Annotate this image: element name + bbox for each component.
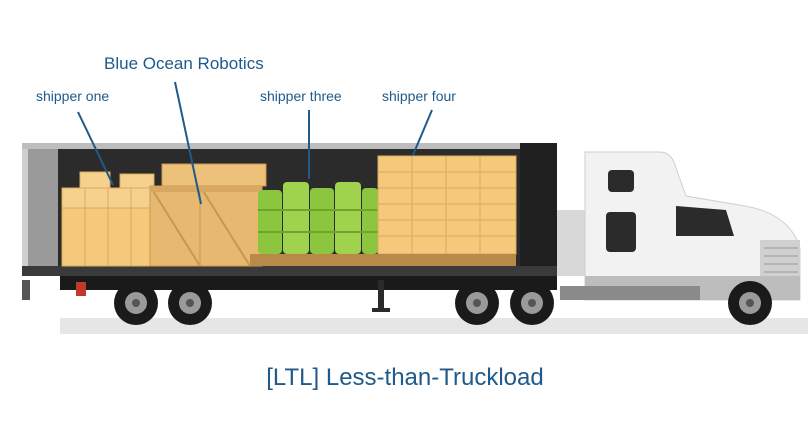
label-shipper-four: shipper four (382, 88, 456, 104)
label-shipper-one: shipper one (36, 88, 110, 104)
pointer-blue-ocean (174, 81, 202, 205)
pointer-lines (77, 81, 433, 205)
pointer-shipper-four (412, 109, 433, 156)
trailer-wheels (114, 281, 772, 325)
shipper-four-boxes (377, 155, 517, 266)
ground-shadow (60, 318, 808, 334)
caption: [LTL] Less-than-Truckload (266, 364, 544, 391)
blue-ocean-robotics-crates (149, 163, 267, 267)
label-shipper-three: shipper three (260, 88, 342, 104)
truck-cab (557, 151, 801, 301)
pointer-shipper-one (77, 111, 114, 186)
shipper-one-boxes (61, 171, 155, 267)
label-blue-ocean-robotics: Blue Ocean Robotics (104, 54, 264, 73)
shipper-three-drums (250, 182, 380, 266)
